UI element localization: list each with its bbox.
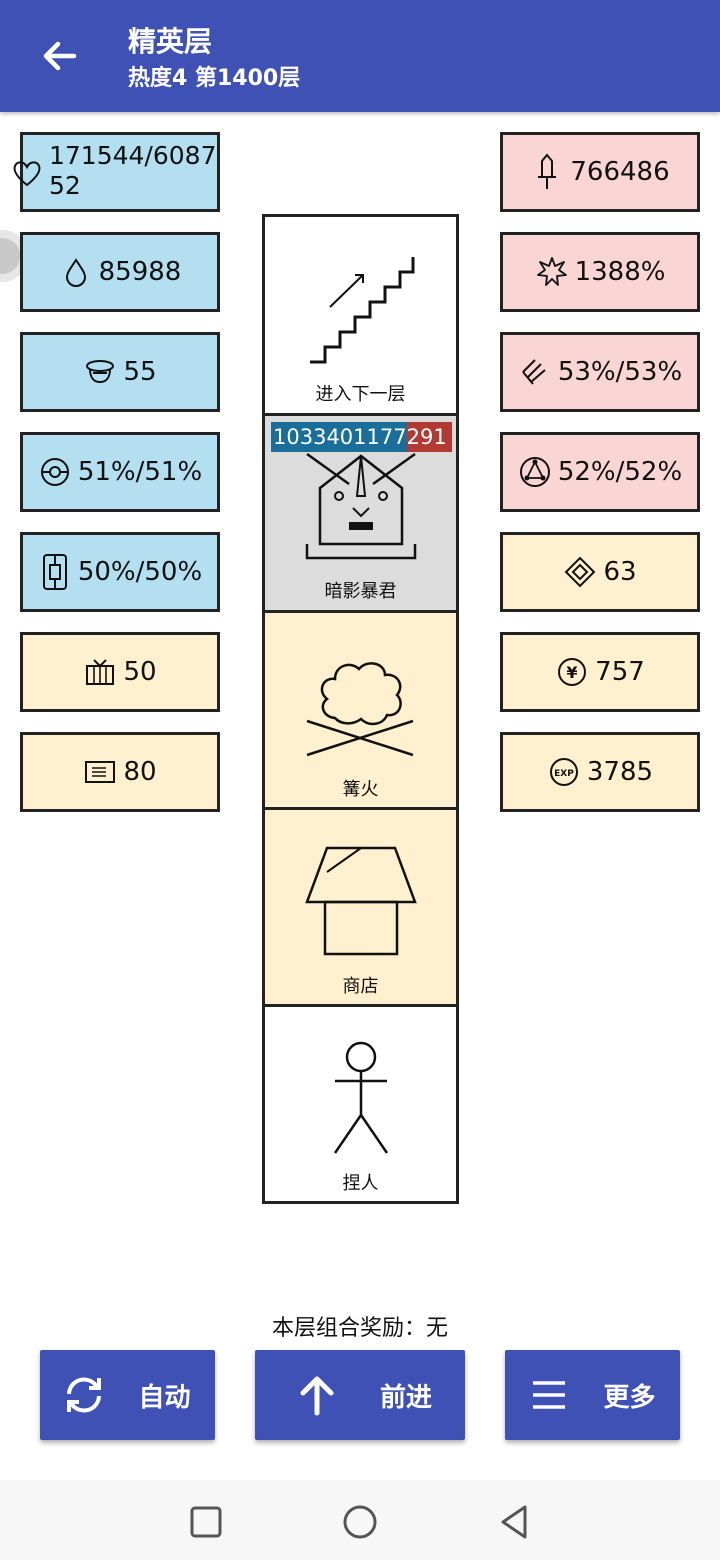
diamond-icon <box>563 555 597 589</box>
shield-block-icon <box>38 554 72 590</box>
stat-gold: ¥ 757 <box>500 632 700 712</box>
orb-icon <box>38 455 72 489</box>
attack-value: 766486 <box>570 157 670 187</box>
slash-icon <box>518 355 552 389</box>
yen-icon: ¥ <box>555 655 589 689</box>
stat-card: 80 <box>20 732 220 812</box>
burst-icon <box>535 255 569 289</box>
stick-figure-icon <box>333 1041 389 1154</box>
tower-cell-character[interactable]: 捏人 <box>265 1007 456 1201</box>
tower-cell-label: 进入下一层 <box>315 384 406 405</box>
home-button[interactable] <box>338 1500 382 1544</box>
refresh-icon <box>54 1372 114 1418</box>
defense-value: 55 <box>123 357 157 387</box>
hp-value: 171544/608752 <box>49 141 217 200</box>
stat-crit-damage: 1388% <box>500 232 700 312</box>
circle-icon <box>343 1505 377 1539</box>
stat-diamond: 63 <box>500 532 700 612</box>
stairs-icon <box>310 257 415 364</box>
penetration-value: 52%/52% <box>557 457 683 487</box>
stat-mp: 85988 <box>20 232 220 312</box>
stat-penetration: 52%/52% <box>500 432 700 512</box>
app-bar: 精英层 热度4 第1400层 <box>0 0 720 112</box>
shop-icon <box>305 846 417 956</box>
tower-cell-label: 篝火 <box>342 779 379 800</box>
page-subtitle: 热度4 第1400层 <box>128 66 301 91</box>
menu-icon <box>519 1379 579 1411</box>
forward-button-label: 前进 <box>379 1382 432 1413</box>
more-button[interactable]: 更多 <box>505 1350 680 1440</box>
back-arrow-icon <box>43 41 77 71</box>
more-button-label: 更多 <box>603 1382 656 1413</box>
bonfire-icon <box>306 662 414 757</box>
forward-button[interactable]: 前进 <box>255 1350 465 1440</box>
boss-hp-bar: 1033401177 291 <box>271 422 452 452</box>
resist-value: 51%/51% <box>77 457 203 487</box>
stat-hp: 171544/608752 <box>13 132 220 212</box>
svg-text:EXP: EXP <box>554 769 574 779</box>
crit-rate-value: 53%/53% <box>557 357 683 387</box>
diamond-value: 63 <box>603 557 637 587</box>
water-drop-icon <box>59 255 93 289</box>
tv-icon <box>83 655 117 689</box>
sword-icon <box>530 153 564 189</box>
stat-block: 50%/50% <box>20 532 220 612</box>
tyrant-icon <box>305 452 417 560</box>
heart-icon <box>11 157 43 196</box>
cap-icon <box>83 355 117 389</box>
stat-attack: 766486 <box>500 132 700 212</box>
block-value: 50%/50% <box>77 557 203 587</box>
back-nav-button[interactable] <box>492 1500 536 1544</box>
tower-cell-bonfire[interactable]: 篝火 <box>265 613 456 810</box>
stat-exp: EXP 3785 <box>500 732 700 812</box>
stat-defense: 55 <box>20 332 220 412</box>
tower-column: 进入下一层 1033401177 291 暗影暴君 <box>262 214 459 1204</box>
crit-damage-value: 1388% <box>574 257 666 287</box>
gold-value: 757 <box>595 657 645 687</box>
svg-text:¥: ¥ <box>567 663 578 682</box>
triangle-circle-icon <box>518 455 552 489</box>
square-icon <box>190 1506 222 1538</box>
auto-button[interactable]: 自动 <box>40 1350 215 1440</box>
triangle-back-icon <box>501 1505 527 1539</box>
floor-reward-text: 本层组合奖励：无 <box>271 1316 448 1341</box>
up-arrow-icon <box>287 1373 347 1417</box>
stat-resist: 51%/51% <box>20 432 220 512</box>
system-nav-bar <box>0 1480 720 1560</box>
mp-value: 85988 <box>98 257 182 287</box>
tower-cell-shop[interactable]: 商店 <box>265 810 456 1007</box>
boss-hp-current: 1033401177 <box>271 422 407 452</box>
tower-cell-next-floor[interactable]: 进入下一层 <box>265 217 456 416</box>
stat-tv: 50 <box>20 632 220 712</box>
boss-hp-rest: 291 <box>406 422 452 452</box>
exp-value: 3785 <box>586 757 654 787</box>
page-title: 精英层 <box>128 25 213 58</box>
tower-cell-label: 商店 <box>342 976 379 997</box>
tv-value: 50 <box>123 657 157 687</box>
recents-button[interactable] <box>184 1500 228 1544</box>
card-icon <box>83 755 117 789</box>
tower-cell-boss[interactable]: 1033401177 291 暗影暴君 <box>265 416 456 613</box>
tower-cell-label: 捏人 <box>342 1173 379 1194</box>
exp-icon: EXP <box>547 755 581 789</box>
back-button[interactable] <box>30 28 90 84</box>
auto-button-label: 自动 <box>138 1382 191 1413</box>
tower-cell-label: 暗影暴君 <box>324 581 397 602</box>
stat-crit-rate: 53%/53% <box>500 332 700 412</box>
card-value: 80 <box>123 757 157 787</box>
